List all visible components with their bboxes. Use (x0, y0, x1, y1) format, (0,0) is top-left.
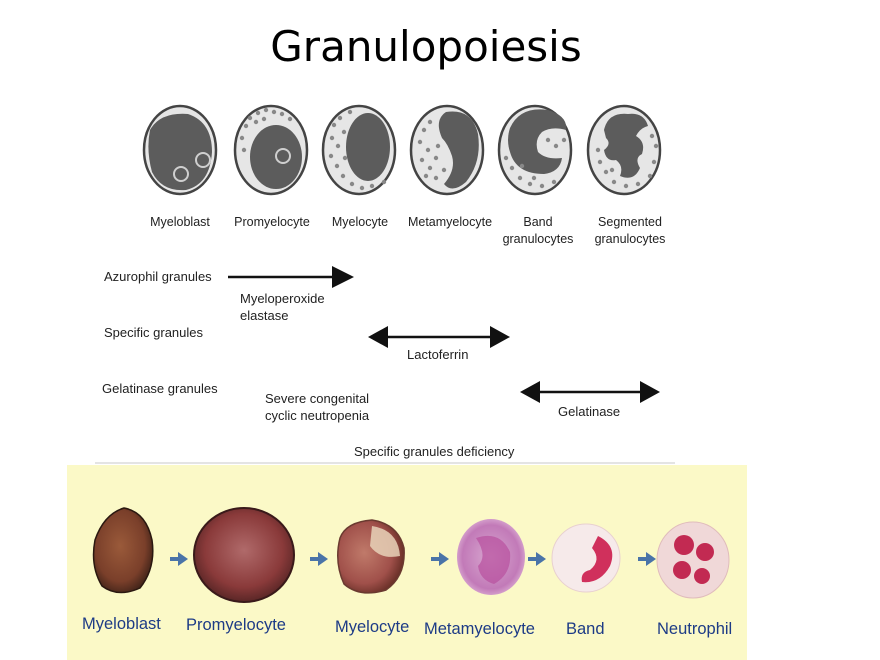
arrow-icon (528, 552, 546, 566)
neutrophil-micrograph (656, 521, 730, 599)
specific-arrow (368, 326, 510, 348)
myeloblast-cell-drawing (142, 104, 218, 196)
micrograph-arrows (170, 552, 656, 566)
specific-granules-label: Specific granules (104, 325, 203, 340)
photo-label-metamyelocyte: Metamyelocyte (424, 620, 535, 638)
segmented-cell-drawing (586, 104, 662, 196)
stage-label-metamyelocyte: Metamyelocyte (407, 215, 493, 229)
stage-label-myelocyte: Myelocyte (331, 215, 389, 229)
page-title: Granulopoiesis (270, 22, 582, 71)
photo-label-neutrophil: Neutrophil (657, 620, 733, 638)
stage-label-promyelocyte: Promyelocyte (234, 215, 310, 229)
myelocyte-micrograph (337, 519, 405, 594)
photo-label-myeloblast: Myeloblast (82, 615, 161, 633)
gelatinase-granules-label: Gelatinase granules (102, 381, 218, 396)
arrow-icon (170, 552, 188, 566)
lactoferrin-label: Lactoferrin (407, 347, 469, 362)
photo-label-band: Band (566, 620, 605, 638)
band-micrograph (551, 523, 621, 593)
arrow-icon (638, 552, 656, 566)
azurophil-granules-label: Azurophil granules (104, 269, 212, 284)
gelatinase-enzyme-label: Gelatinase (558, 404, 621, 419)
metamyelocyte-cell-drawing (409, 104, 485, 196)
metamyelocyte-micrograph (457, 519, 525, 595)
promyelocyte-cell-drawing (233, 104, 309, 196)
stage-label-myeloblast: Myeloblast (150, 215, 210, 229)
photo-label-myelocyte: Myelocyte (335, 618, 410, 636)
specific-deficiency-label: Specific granules deficiency (354, 444, 515, 459)
photo-label-promyelocyte: Promyelocyte (186, 616, 286, 634)
myeloblast-micrograph (92, 507, 154, 594)
myelocyte-cell-drawing (321, 104, 397, 196)
band-cell-drawing (497, 104, 573, 196)
gelatinase-arrow (520, 381, 660, 403)
arrow-icon (310, 552, 328, 566)
azurophil-arrow (228, 266, 354, 288)
arrow-icon (431, 552, 449, 566)
promyelocyte-micrograph (193, 507, 295, 603)
